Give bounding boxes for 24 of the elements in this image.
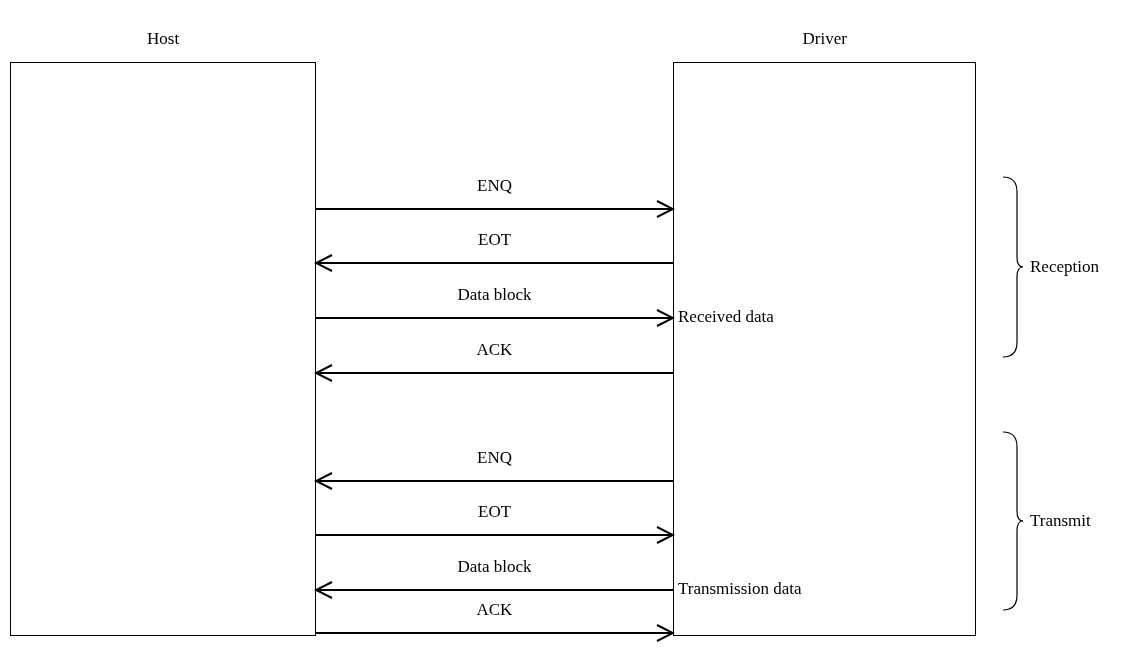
message-arrow bbox=[315, 200, 674, 218]
message-arrow bbox=[315, 254, 674, 272]
message-arrow bbox=[315, 309, 674, 327]
message-label: ACK bbox=[476, 340, 513, 360]
message-arrow bbox=[315, 472, 674, 490]
message-arrow bbox=[315, 364, 674, 382]
participant-box bbox=[10, 62, 316, 636]
message-label: ACK bbox=[476, 600, 513, 620]
message-arrow bbox=[315, 526, 674, 544]
message-label: EOT bbox=[478, 502, 512, 522]
phase-label: Reception bbox=[1030, 257, 1099, 277]
participant-heading: Driver bbox=[802, 29, 847, 49]
participant-box bbox=[673, 62, 976, 636]
message-label: ENQ bbox=[477, 176, 512, 196]
message-arrow bbox=[315, 624, 674, 642]
message-label: Data block bbox=[457, 285, 532, 305]
data-note: Transmission data bbox=[678, 579, 802, 599]
message-label: ENQ bbox=[477, 448, 512, 468]
phase-label: Transmit bbox=[1030, 511, 1091, 531]
message-label: EOT bbox=[478, 230, 512, 250]
participant-heading: Host bbox=[147, 29, 180, 49]
data-note: Received data bbox=[678, 307, 774, 327]
message-label: Data block bbox=[457, 557, 532, 577]
message-arrow bbox=[315, 581, 674, 599]
